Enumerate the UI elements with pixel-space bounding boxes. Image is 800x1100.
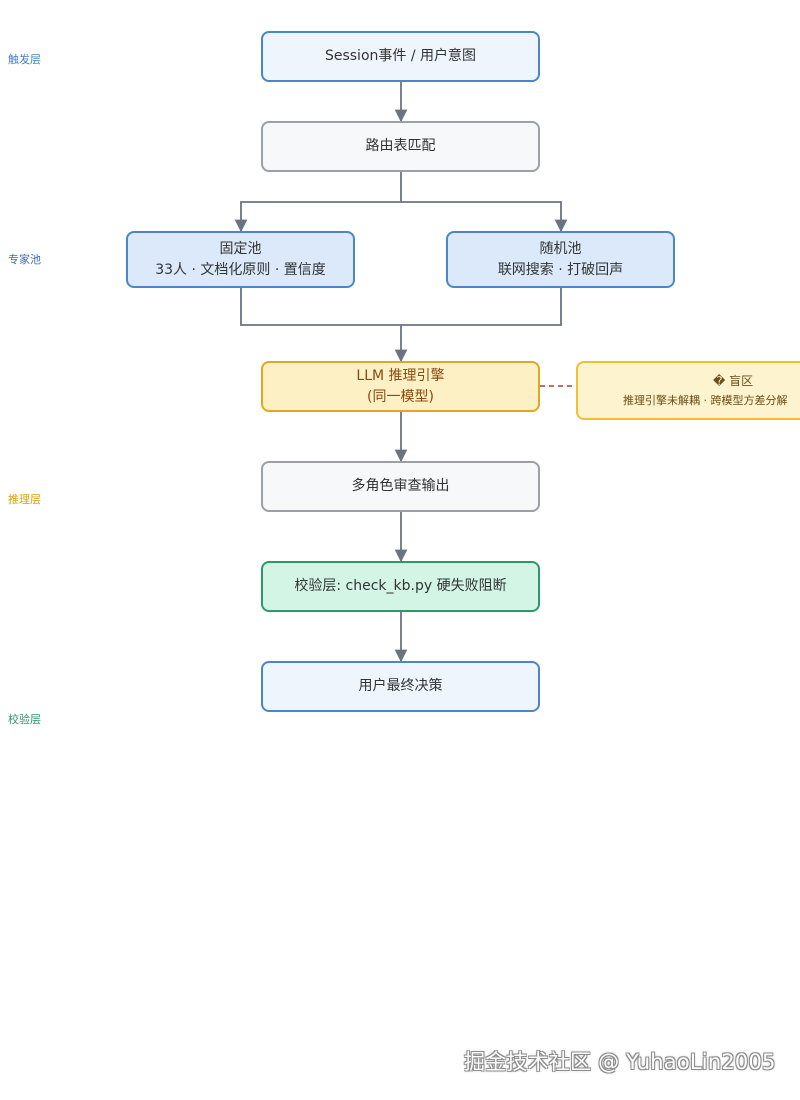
node-router-match: 路由表匹配 (261, 121, 540, 172)
layer-label-trigger: 触发层 (8, 53, 41, 66)
node-title: LLM 推理引擎 (356, 367, 445, 384)
edge-fixed_pool-to-llm_engine (240, 288, 408, 363)
node-final-decision: 用户最终决策 (261, 661, 540, 712)
node-session-event: Session事件 / 用户意图 (261, 31, 540, 82)
node-check-kb: 校验层: check_kb.py 硬失败阻断 (261, 561, 540, 612)
node-llm-engine: LLM 推理引擎 (同一模型) (261, 361, 540, 412)
node-label: 校验层: check_kb.py 硬失败阻断 (294, 578, 507, 594)
edge-random_pool-to-llm_engine (401, 288, 562, 326)
layer-label-reasoning: 推理层 (8, 493, 41, 506)
node-title: � 盲区 (713, 373, 754, 388)
node-title: 随机池 (539, 240, 582, 257)
watermark: 掘金技术社区 @ YuhaoLin2005 (464, 1050, 776, 1074)
node-label: 多角色审查输出 (351, 478, 450, 494)
node-label: Session事件 / 用户意图 (324, 48, 477, 64)
layer-label-verify: 校验层 (8, 713, 41, 726)
node-title: 固定池 (219, 240, 262, 257)
node-fixed-pool: 固定池 33人 · 文档化原则 · 置信度 (126, 231, 355, 288)
node-blind-spot: � 盲区 推理引擎未解耦 · 跨模型方差分解 (576, 361, 800, 420)
node-subtitle: 33人 · 文档化原则 · 置信度 (155, 261, 326, 278)
layer-label-experts: 专家池 (8, 253, 41, 266)
node-subtitle: (同一模型) (367, 388, 434, 405)
edge-router-to-random_pool (401, 201, 568, 233)
node-random-pool: 随机池 联网搜索 · 打破回声 (446, 231, 675, 288)
node-subtitle: 推理引擎未解耦 · 跨模型方差分解 (623, 393, 788, 407)
node-multi-role-output: 多角色审查输出 (261, 461, 540, 512)
node-subtitle: 联网搜索 · 打破回声 (497, 261, 624, 278)
node-label: 用户最终决策 (358, 678, 443, 694)
node-label: 路由表匹配 (365, 138, 436, 154)
edge-router-to-fixed_pool (234, 172, 402, 233)
